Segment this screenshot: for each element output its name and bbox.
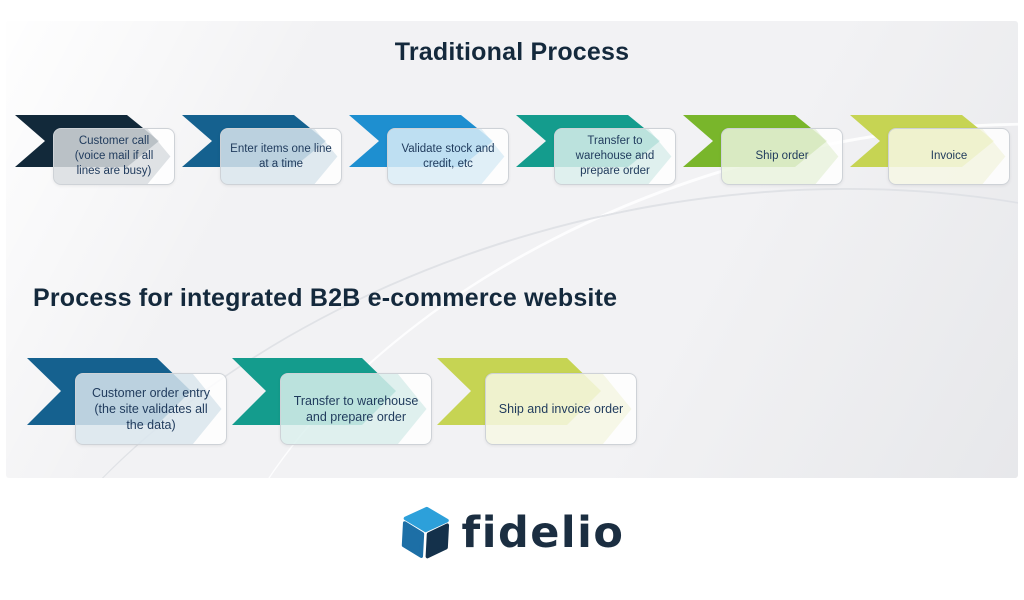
traditional-step-6: Invoice [850,115,1017,185]
b2b-step-2: Transfer to warehouse and prepare order [232,358,437,445]
step-label-box: Enter items one line at a time [220,128,342,185]
step-label: Invoice [930,150,968,163]
traditional-step-4: Transfer to warehouse and prepare order [516,115,683,185]
arrow-tint-icon [889,129,1006,184]
step-label: Transfer to warehouse and prepare order [575,135,655,177]
step-label: Customer call (voice mail if all lines a… [74,135,154,177]
arrow-tint-icon [486,374,632,444]
arrow-tint-icon [221,129,338,184]
step-label-box: Invoice [888,128,1010,185]
traditional-step-1: Customer call (voice mail if all lines a… [15,115,182,185]
step-label-box: Validate stock and credit, etc [387,128,509,185]
b2b-step-3: Ship and invoice order [437,358,642,445]
step-label-box: Customer call (voice mail if all lines a… [53,128,175,185]
traditional-step-5: Ship order [683,115,850,185]
arrow-tint-icon [54,129,171,184]
step-label: Ship and invoice order [498,401,624,416]
step-label: Validate stock and credit, etc [401,142,495,170]
fidelio-logo: fidelio [400,505,625,561]
traditional-step-3: Validate stock and credit, etc [349,115,516,185]
step-label-box: Ship order [721,128,843,185]
arrow-tint-icon [555,129,672,184]
step-label: Customer order entry (the site validates… [91,385,211,433]
arrow-tint-icon [281,374,427,444]
step-label-box: Ship and invoice order [485,373,637,445]
traditional-process-title: Traditional Process [394,38,630,66]
arrow-tint-icon [388,129,505,184]
step-label: Enter items one line at a time [230,142,332,170]
step-label: Ship order [755,150,809,163]
step-label-box: Transfer to warehouse and prepare order [554,128,676,185]
step-label-box: Transfer to warehouse and prepare order [280,373,432,445]
b2b-step-1: Customer order entry (the site validates… [27,358,232,445]
fidelio-cube-icon [401,506,450,559]
step-label-box: Customer order entry (the site validates… [75,373,227,445]
fidelio-wordmark: fidelio [461,507,625,558]
arrow-tint-icon [722,129,839,184]
step-label: Transfer to warehouse and prepare order [293,393,419,424]
b2b-process-title: Process for integrated B2B e-commerce we… [33,284,618,312]
traditional-step-2: Enter items one line at a time [182,115,349,185]
arrow-tint-icon [76,374,222,444]
